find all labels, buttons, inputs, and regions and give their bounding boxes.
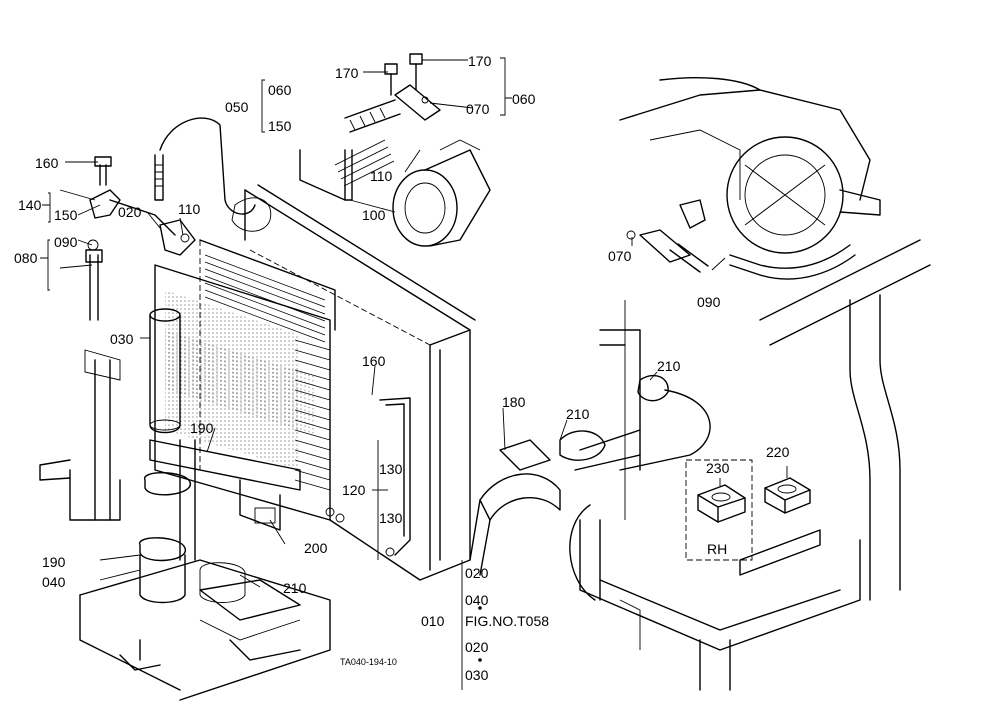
callout-190-b: 190 xyxy=(42,554,66,570)
leader-lines xyxy=(40,57,726,690)
callout-rh: RH xyxy=(707,541,727,557)
engine-right xyxy=(579,77,931,691)
callout-010: 010 xyxy=(421,613,445,629)
callout-210-c: 210 xyxy=(283,580,307,596)
callout-210-b: 210 xyxy=(657,358,681,374)
callout-110-a: 110 xyxy=(370,168,393,184)
callout-080: 080 xyxy=(14,250,38,266)
callout-140: 140 xyxy=(18,197,42,213)
callout-040-b: 040 xyxy=(465,592,489,608)
callout-fig-ref: FIG.NO.T058 xyxy=(465,613,549,629)
callout-040-a: 040 xyxy=(42,574,66,590)
callout-190-a: 190 xyxy=(190,420,214,436)
callout-020-a: 020 xyxy=(118,204,142,220)
callout-160-b: 160 xyxy=(362,353,386,369)
callout-130-b: 130 xyxy=(379,510,403,526)
left-fittings xyxy=(85,117,256,321)
drawing-code: TA040-194-10 xyxy=(340,657,397,667)
callout-160-a: 160 xyxy=(35,155,59,171)
frame-left xyxy=(39,349,331,701)
callout-170-a: 170 xyxy=(335,65,359,81)
callout-210-a: 210 xyxy=(566,406,590,422)
callout-060-b: 060 xyxy=(512,91,536,107)
callout-020-c: 020 xyxy=(465,639,489,655)
callout-170-b: 170 xyxy=(468,53,492,69)
callout-120: 120 xyxy=(342,482,366,498)
callout-030-b: 030 xyxy=(465,667,489,683)
rh-inset xyxy=(685,459,811,561)
callout-220: 220 xyxy=(766,444,790,460)
callout-100: 100 xyxy=(362,207,386,223)
callout-110-b: 110 xyxy=(178,201,201,217)
callout-150-a: 150 xyxy=(268,118,292,134)
callout-030-a: 030 xyxy=(110,331,134,347)
callout-060-top: 060 xyxy=(268,82,292,98)
compressor xyxy=(299,53,491,247)
callout-150-b: 150 xyxy=(54,207,78,223)
callout-130-a: 130 xyxy=(379,461,403,477)
radiator xyxy=(154,184,476,581)
callout-070-b: 070 xyxy=(608,248,632,264)
callout-090-a: 090 xyxy=(54,234,78,250)
receiver-drier xyxy=(139,308,301,604)
callout-020-b: 020 xyxy=(465,565,489,581)
callout-090-b: 090 xyxy=(697,294,721,310)
callout-180: 180 xyxy=(502,394,526,410)
callout-230: 230 xyxy=(706,460,730,476)
center-hoses xyxy=(469,300,711,601)
callout-070-a: 070 xyxy=(466,101,490,117)
callout-050: 050 xyxy=(225,99,249,115)
callout-labels: 170 170 060 050 150 060 070 110 100 160 … xyxy=(14,53,790,683)
callout-200: 200 xyxy=(304,540,328,556)
